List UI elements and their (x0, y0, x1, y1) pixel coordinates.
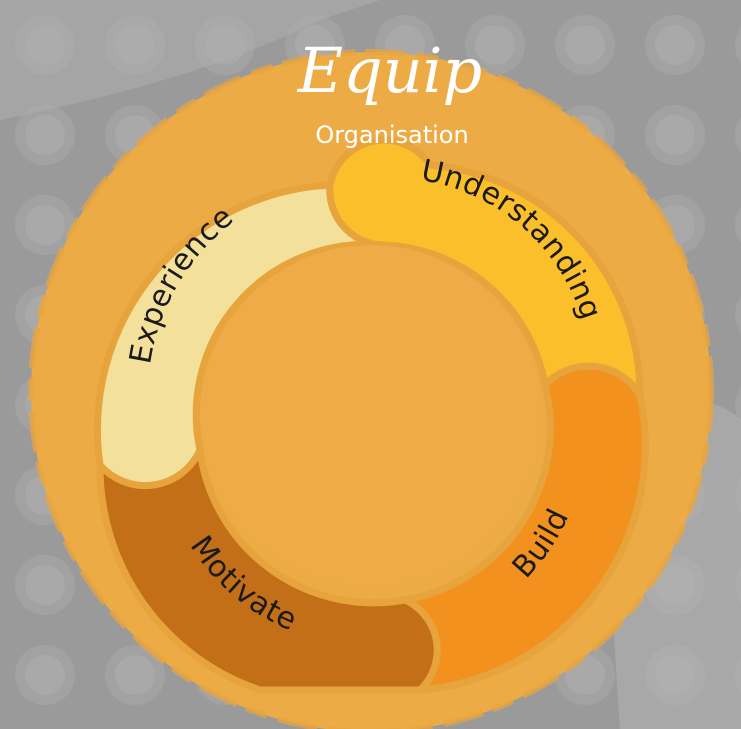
segment-build (393, 362, 649, 695)
background-shape (0, 0, 380, 120)
title-equip: Equip (297, 34, 482, 107)
subtitle-organisation: Organisation (315, 121, 468, 149)
segment-experience (93, 181, 381, 490)
inner-circle (201, 245, 541, 585)
outer-circle-brush-edge (28, 49, 714, 729)
